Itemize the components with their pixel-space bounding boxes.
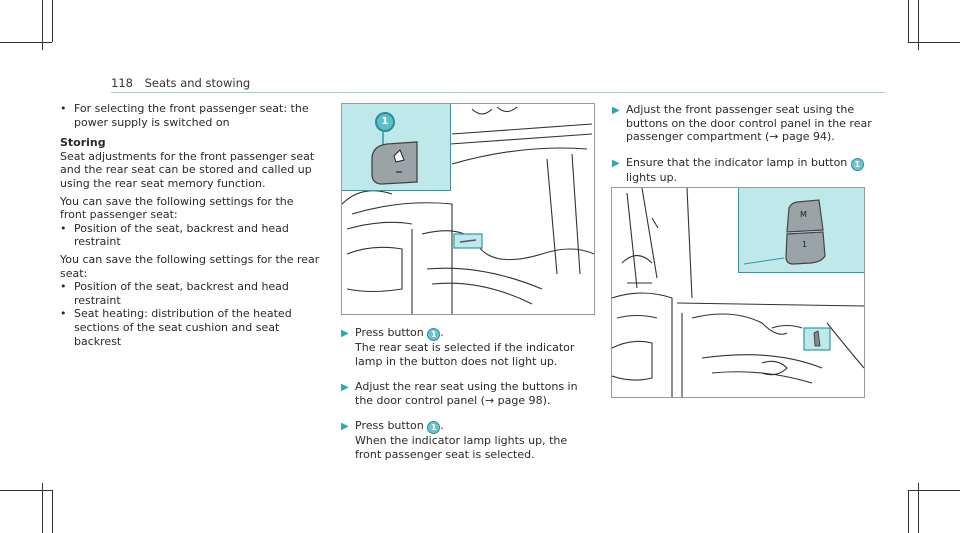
step-detail: lights up. bbox=[626, 170, 678, 184]
bullet-icon: • bbox=[60, 102, 67, 115]
list-item: • Position of the seat, backrest and hea… bbox=[60, 222, 322, 249]
step-text: Adjust the rear seat using the buttons i… bbox=[355, 380, 578, 407]
callout-badge: 1 bbox=[375, 112, 395, 132]
crop-mark bbox=[0, 42, 52, 43]
crop-mark bbox=[908, 490, 909, 533]
step-text: Press button bbox=[355, 326, 428, 339]
crop-mark bbox=[0, 490, 52, 491]
crop-mark bbox=[908, 490, 960, 491]
play-triangle-icon: ▶ bbox=[612, 105, 620, 116]
button-number-badge: 1 bbox=[427, 421, 441, 435]
bullet-text: For selecting the front passenger seat: … bbox=[74, 102, 309, 129]
crop-mark bbox=[42, 483, 43, 533]
header-divider bbox=[111, 92, 885, 93]
seat-button-inset bbox=[371, 132, 418, 185]
step-text-end: . bbox=[440, 419, 444, 433]
page-header: 118 Seats and stowing bbox=[111, 76, 250, 90]
step-item: ▶ Adjust the rear seat using the buttons… bbox=[341, 380, 596, 407]
crop-mark bbox=[918, 483, 919, 533]
step-text: Press button bbox=[355, 419, 428, 433]
section-title: Seats and stowing bbox=[144, 76, 251, 90]
callout-number: 1 bbox=[381, 116, 389, 127]
crop-mark bbox=[52, 490, 53, 533]
memory-m-label: M bbox=[800, 210, 807, 219]
step-detail: When the indicator lamp lights up, the f… bbox=[355, 434, 568, 461]
front-intro: You can save the following settings for … bbox=[60, 194, 294, 222]
bullet-icon: • bbox=[60, 280, 67, 294]
bullet-icon: • bbox=[60, 307, 67, 321]
crop-mark bbox=[908, 42, 960, 43]
step-text-end: . bbox=[440, 326, 444, 339]
bullet-icon: • bbox=[60, 221, 67, 235]
crop-mark bbox=[918, 0, 919, 50]
page-number: 118 bbox=[111, 76, 133, 90]
step-text: Adjust the front passenger seat using th… bbox=[626, 103, 872, 144]
callout-inset: M 1 bbox=[738, 188, 864, 273]
crop-mark bbox=[908, 0, 909, 42]
door-panel-figure: 1 bbox=[341, 103, 595, 315]
list-item: • For selecting the front passenger seat… bbox=[60, 102, 322, 129]
play-triangle-icon: ▶ bbox=[612, 157, 620, 169]
step-detail: The rear seat is selected if the indicat… bbox=[355, 341, 575, 368]
memory-1-label: 1 bbox=[802, 240, 808, 249]
rear-door-illustration bbox=[612, 188, 864, 397]
door-panel-illustration bbox=[342, 106, 594, 314]
step-item: ▶ Adjust the front passenger seat using … bbox=[612, 103, 872, 144]
button-number-badge: 1 bbox=[850, 157, 864, 171]
rear-door-figure: M 1 bbox=[611, 187, 865, 398]
step-item: ▶ Ensure that the indicator lamp in butt… bbox=[612, 156, 872, 185]
bullet-text: Seat heating: distribution of the heated… bbox=[74, 307, 292, 348]
play-triangle-icon: ▶ bbox=[341, 421, 349, 433]
memory-button-inset bbox=[743, 199, 826, 265]
step-item: ▶ Press button 1. The rear seat is selec… bbox=[341, 326, 596, 368]
callout-inset: 1 bbox=[342, 104, 451, 191]
crop-mark bbox=[42, 0, 43, 50]
bullet-text: Position of the seat, backrest and head … bbox=[74, 280, 289, 307]
list-item: • Position of the seat, backrest and hea… bbox=[60, 280, 322, 307]
crop-mark bbox=[52, 0, 53, 42]
button-number-badge: 1 bbox=[427, 328, 441, 341]
bullet-text: Position of the seat, backrest and head … bbox=[74, 221, 289, 249]
left-column: • For selecting the front passenger seat… bbox=[60, 102, 322, 348]
step-text: Ensure that the indicator lamp in button bbox=[626, 155, 851, 169]
play-triangle-icon: ▶ bbox=[341, 328, 349, 339]
right-steps: ▶ Adjust the front passenger seat using … bbox=[612, 103, 872, 184]
middle-steps: ▶ Press button 1. The rear seat is selec… bbox=[341, 326, 596, 462]
step-item: ▶ Press button 1. When the indicator lam… bbox=[341, 419, 596, 461]
storing-text: Seat adjustments for the front passenger… bbox=[60, 149, 315, 190]
play-triangle-icon: ▶ bbox=[341, 382, 349, 394]
rear-intro: You can save the following settings for … bbox=[60, 252, 320, 280]
storing-heading: Storing bbox=[60, 136, 106, 150]
list-item: • Seat heating: distribution of the heat… bbox=[60, 307, 322, 348]
